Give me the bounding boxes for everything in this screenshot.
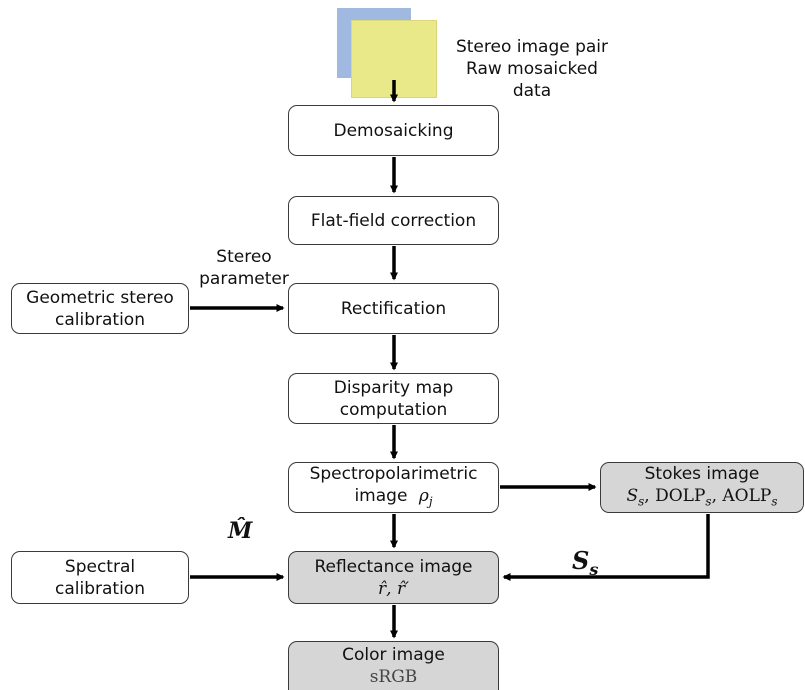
- stokes-title: Stokes image: [644, 463, 760, 484]
- reflectance-symbols: r̂, r̂′: [378, 578, 409, 599]
- disparity-line1: Disparity map: [333, 377, 454, 398]
- stokes-dolp-sub: s: [705, 494, 712, 509]
- reflectance-title: Reflectance image: [314, 556, 473, 577]
- stereo-parameter-label: Stereo parameter: [196, 246, 292, 290]
- stokes-aolp: AOLPs: [722, 485, 778, 509]
- spectropol-line2-wrap: image ρj: [354, 485, 432, 512]
- stokes-comma-2: ,: [711, 485, 723, 506]
- reflectance-box: Reflectance image r̂, r̂′: [288, 551, 499, 604]
- disparity-box: Disparity map computation: [288, 373, 499, 424]
- spectral-calibration-box: Spectral calibration: [11, 551, 189, 604]
- stokes-comma-1: ,: [644, 485, 656, 506]
- spectral-line2: calibration: [55, 578, 145, 599]
- stokes-aolp-sub: s: [771, 494, 778, 509]
- spectropolarimetric-box: Spectropolarimetric image ρj: [288, 462, 499, 513]
- stokes-aolp-text: AOLP: [722, 485, 772, 506]
- arrow-stokes-to-reflectance: [502, 514, 710, 581]
- demosaicking-box: Demosaicking: [288, 105, 499, 156]
- geometric-calibration-box: Geometric stereo calibration: [11, 283, 189, 334]
- stokes-image-box: Stokes image Ss, DOLPs, AOLPs: [600, 462, 804, 513]
- stokes-s: Ss: [626, 485, 645, 509]
- color-title: Color image: [342, 645, 445, 665]
- geo-line1: Geometric stereo: [26, 287, 174, 308]
- stereo-param-line1: Stereo: [216, 247, 272, 267]
- stokes-dolp: DOLPs: [655, 485, 712, 509]
- ss-label: Ss: [572, 549, 599, 581]
- rectification-label: Rectification: [340, 298, 447, 319]
- demosaicking-label: Demosaicking: [333, 120, 454, 141]
- m-hat-label: M̂: [228, 518, 253, 544]
- stokes-s-sub: s: [638, 494, 645, 509]
- stokes-s-char: S: [626, 485, 639, 506]
- input-line1: Stereo image pair: [455, 37, 609, 57]
- color-image-box: Color image sRGB: [288, 641, 499, 690]
- rho-symbol: ρj: [418, 485, 433, 509]
- stokes-params: Ss, DOLPs, AOLPs: [626, 485, 777, 512]
- ss-char: S: [572, 546, 590, 575]
- disparity-line2: computation: [339, 399, 448, 420]
- input-line2: Raw mosaicked data: [466, 59, 598, 101]
- color-subtitle: sRGB: [369, 667, 418, 687]
- input-label: Stereo image pair Raw mosaicked data: [452, 36, 612, 102]
- stereo-param-line2: parameter: [199, 269, 289, 289]
- rho-subscript: j: [428, 494, 433, 509]
- ss-subscript: s: [589, 559, 599, 579]
- rectification-box: Rectification: [288, 283, 499, 334]
- rho-char: ρ: [418, 485, 429, 506]
- stokes-dolp-text: DOLP: [655, 485, 706, 506]
- spectropol-line1: Spectropolarimetric: [309, 463, 478, 484]
- flatfield-box: Flat-field correction: [288, 196, 499, 245]
- spectropol-line2: image: [354, 485, 408, 506]
- flatfield-label: Flat-field correction: [310, 210, 477, 231]
- geo-line2: calibration: [55, 309, 145, 330]
- spectral-line1: Spectral: [64, 556, 136, 577]
